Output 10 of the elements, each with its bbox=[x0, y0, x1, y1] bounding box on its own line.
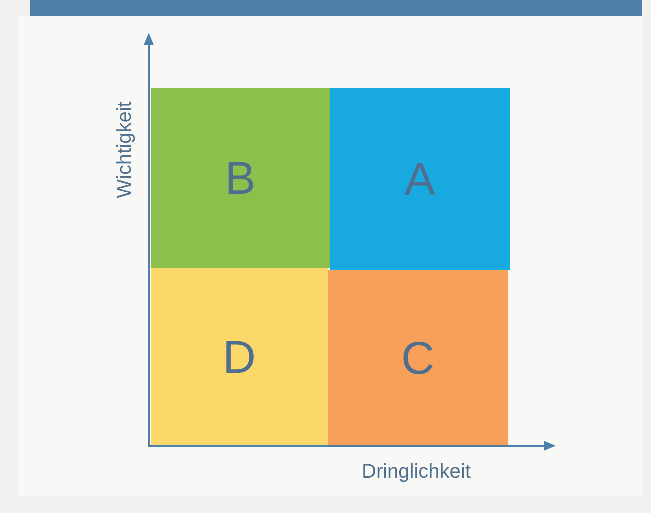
axis-label: Dringlichkeit bbox=[362, 460, 471, 485]
quadrant-letter: B bbox=[225, 155, 256, 201]
quadrant-box bbox=[151, 268, 328, 445]
quadrant-box bbox=[328, 270, 508, 445]
quadrant-letter: C bbox=[401, 334, 435, 380]
axis-label: Wichtigkeit bbox=[113, 102, 137, 198]
quadrant-letter: D bbox=[222, 334, 256, 380]
quadrant-box bbox=[330, 88, 510, 270]
quadrant-box bbox=[151, 88, 330, 268]
quadrant-letter: A bbox=[404, 156, 436, 202]
